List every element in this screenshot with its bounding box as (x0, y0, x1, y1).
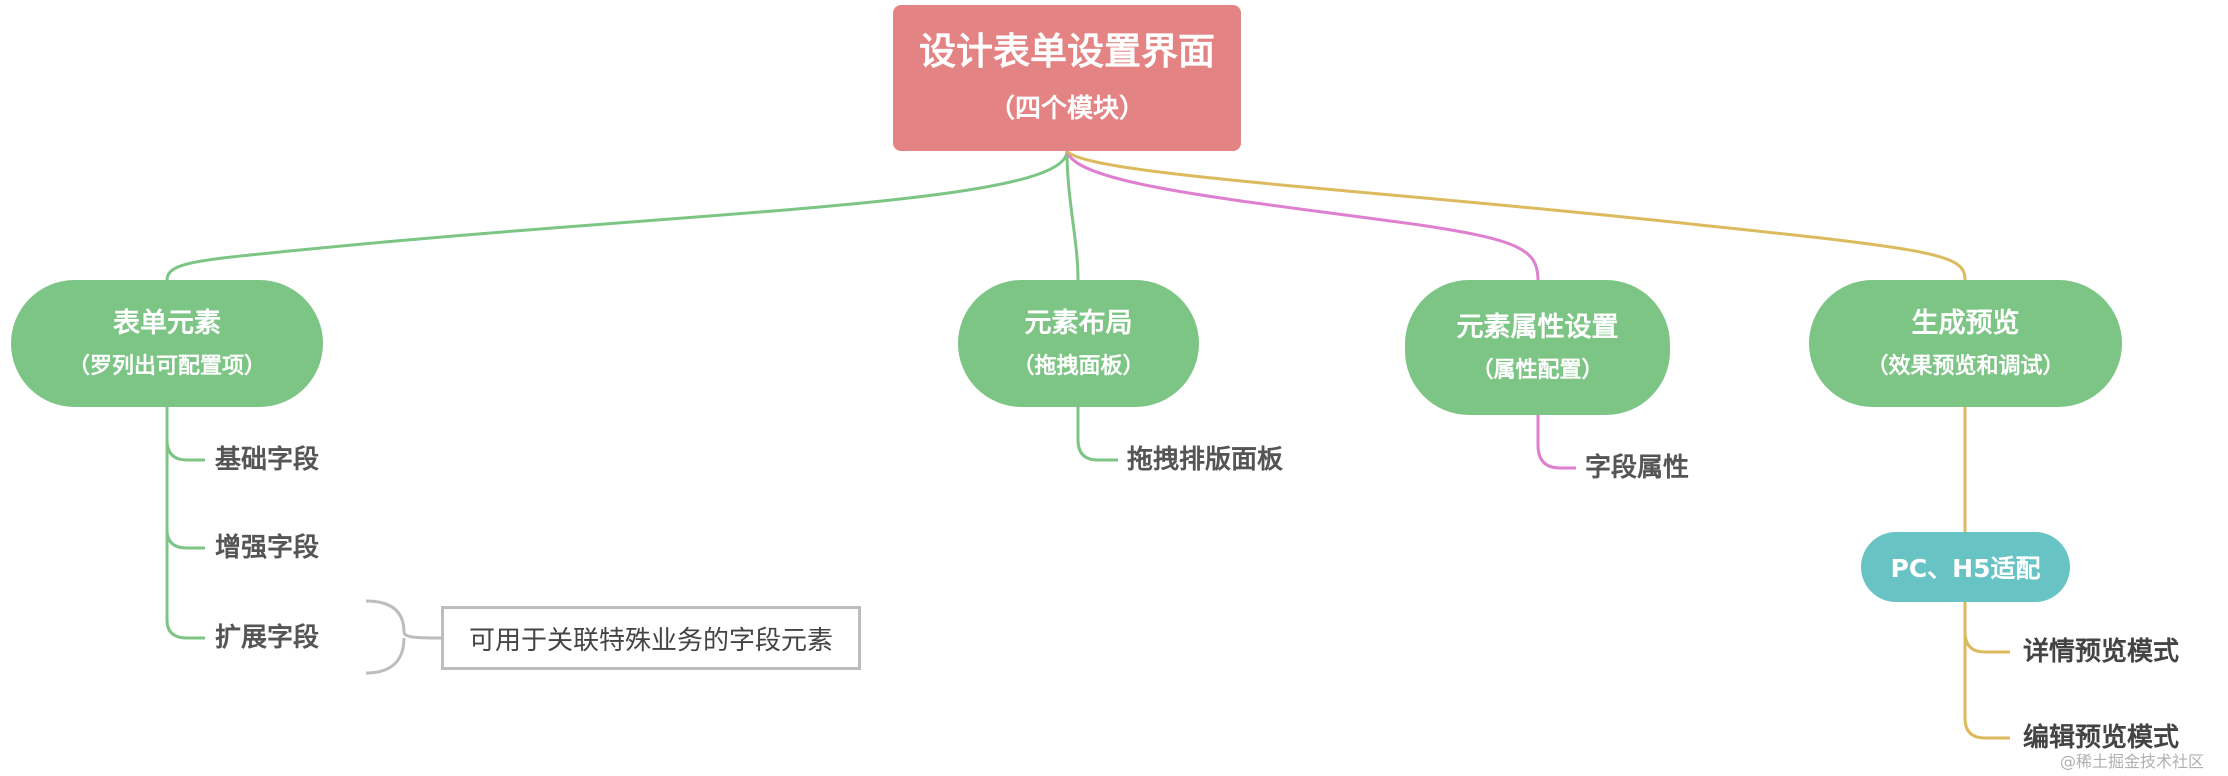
note-extended-fields: 可用于关联特殊业务的字段元素 (441, 606, 861, 670)
watermark: @稀土掘金技术社区 (2060, 752, 2205, 771)
sub-node-adaptation: PC、H5适配 (1861, 532, 2070, 602)
leaf-enhanced-fields: 增强字段 (215, 533, 320, 563)
root-node: 设计表单设置界面 （四个模块） (893, 5, 1241, 151)
link-adapt-to-detail (1963, 602, 2010, 654)
branch-title: 表单元素 (113, 307, 221, 339)
link-root-to-preview (1065, 149, 1967, 281)
root-title: 设计表单设置界面 (919, 30, 1215, 73)
link-root-to-layout (1065, 150, 1080, 281)
branch-element-properties: 元素属性设置 （属性配置） (1405, 280, 1670, 415)
branch-title: 元素布局 (1024, 307, 1133, 339)
leaf-detail-preview: 详情预览模式 (2023, 637, 2180, 667)
link-root-to-form-elements (165, 150, 1069, 281)
branch-subtitle: （罗列出可配置项） (67, 353, 266, 379)
branch-subtitle: （拖拽面板） (1012, 353, 1145, 379)
link-form-to-basic (165, 407, 205, 462)
brace-to-note (365, 599, 442, 675)
leaf-edit-preview: 编辑预览模式 (2023, 723, 2180, 753)
leaf-field-properties: 字段属性 (1585, 453, 1690, 483)
leaf-drag-panel: 拖拽排版面板 (1127, 445, 1284, 475)
leaf-extended-fields: 扩展字段 (215, 623, 320, 653)
branch-title: 元素属性设置 (1456, 311, 1619, 343)
link-properties-to-field (1536, 415, 1576, 470)
root-subtitle: （四个模块） (988, 94, 1145, 124)
link-form-to-extended (165, 530, 205, 640)
branch-generate-preview: 生成预览 （效果预览和调试） (1809, 280, 2122, 407)
branch-title: 生成预览 (1911, 307, 2020, 339)
branch-subtitle: （属性配置） (1471, 357, 1604, 383)
branch-element-layout: 元素布局 （拖拽面板） (958, 280, 1199, 407)
link-adapt-to-edit (1963, 632, 2010, 740)
link-layout-to-panel (1076, 407, 1118, 462)
branch-subtitle: （效果预览和调试） (1866, 353, 2065, 379)
branch-form-elements: 表单元素 （罗列出可配置项） (11, 280, 323, 407)
leaf-basic-fields: 基础字段 (215, 445, 320, 475)
link-root-to-properties (1065, 150, 1540, 281)
